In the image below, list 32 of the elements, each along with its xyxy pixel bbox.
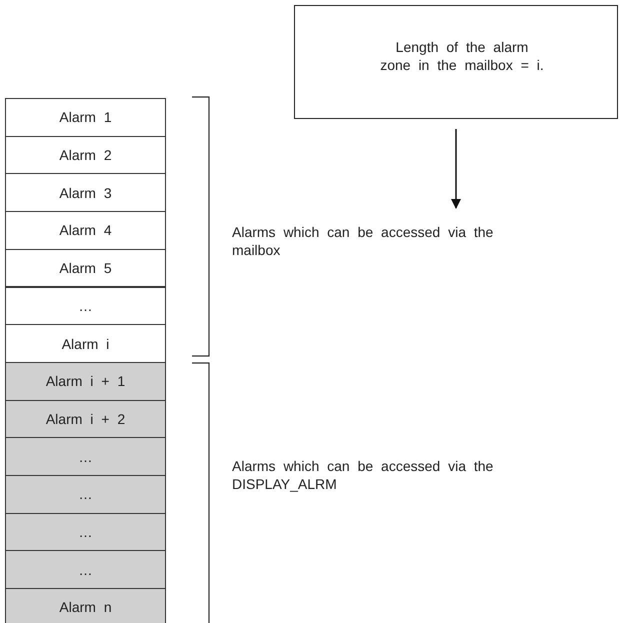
table-row	[5, 324, 166, 363]
bracket-caption: Alarms which can be accessed via the DISPLAY_ALRM	[232, 457, 494, 493]
table-row	[5, 211, 166, 250]
note-box	[294, 5, 618, 119]
table-row	[5, 286, 166, 326]
text-label: Alarm i + 1	[46, 373, 126, 390]
text-label: …	[78, 562, 92, 578]
table-row	[5, 437, 166, 476]
table-row	[5, 400, 166, 438]
text-label: …	[78, 486, 92, 502]
text-label: …	[78, 448, 92, 465]
text-label: Alarm 3	[59, 184, 112, 201]
text-label: Alarm 4	[59, 222, 112, 238]
table-row	[5, 512, 166, 552]
text-label: Alarm 2	[59, 147, 112, 164]
text-label: Alarm n	[59, 599, 112, 616]
table-row	[5, 248, 166, 288]
table-row	[5, 98, 166, 137]
text-label: …	[78, 524, 92, 540]
text-label: Alarm i	[62, 336, 110, 352]
table-row	[5, 173, 166, 212]
table-row	[5, 475, 166, 514]
text-label: …	[78, 298, 92, 314]
text-label: Alarm i + 2	[46, 410, 126, 427]
table-row	[5, 136, 166, 174]
table-row	[5, 588, 166, 623]
text-label: Length of the alarm zone in the mailbox = i.	[379, 38, 545, 74]
text-label: Alarm 5	[59, 260, 112, 276]
table-row	[5, 362, 166, 401]
text-label: Alarm 1	[59, 109, 112, 126]
bracket-caption: Alarms which can be accessed via the mailbox	[232, 223, 494, 259]
table-row	[5, 550, 166, 590]
